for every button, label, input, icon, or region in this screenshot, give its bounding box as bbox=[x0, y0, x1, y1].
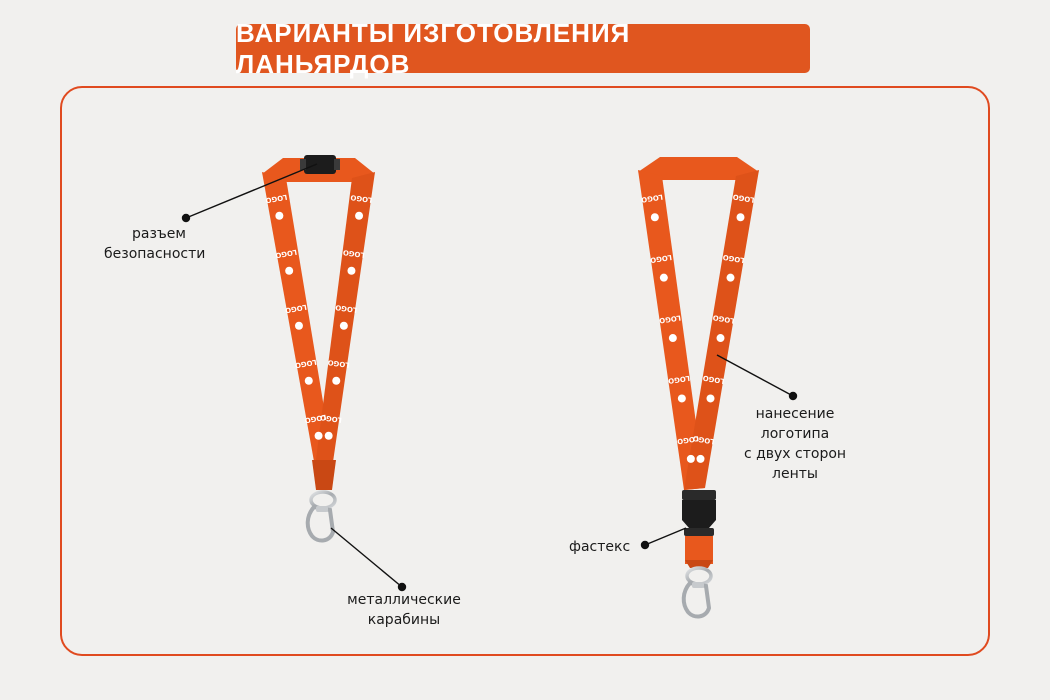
strap-right bbox=[315, 172, 375, 467]
logo-print-text: LOGO bbox=[668, 374, 691, 385]
fastex-buckle-icon bbox=[682, 490, 716, 536]
annotation-safety-connector: разъем безопасности bbox=[104, 224, 205, 264]
logo-print-text: LOGO bbox=[265, 193, 288, 205]
callout-dot bbox=[181, 213, 191, 223]
logo-dot bbox=[347, 266, 356, 275]
strap-left bbox=[262, 172, 333, 467]
metal-carabiner-icon bbox=[681, 566, 713, 619]
logo-print-text: LOGO bbox=[275, 248, 298, 260]
logo-print-text: LOGO bbox=[702, 374, 725, 385]
logo-dot bbox=[706, 394, 715, 403]
annotation-line: ленты bbox=[772, 466, 818, 482]
logo-print-text: LOGO bbox=[284, 303, 307, 315]
logo-print-text: LOGO bbox=[320, 413, 343, 424]
logo-print-text: LOGO bbox=[722, 253, 745, 264]
logo-print-text: LOGO bbox=[294, 358, 317, 370]
strap-lower-segment bbox=[685, 536, 713, 564]
logo-print-text: LOGO bbox=[342, 248, 365, 259]
annotation-line: с двух сторон bbox=[743, 446, 847, 462]
logo-dot bbox=[726, 273, 735, 282]
page-title-banner: ВАРИАНТЫ ИЗГОТОВЛЕНИЯ ЛАНЬЯРДОВ bbox=[236, 18, 810, 79]
annotation-line: разъем bbox=[132, 226, 186, 242]
logo-dot bbox=[736, 213, 745, 222]
logo-print-text: LOGO bbox=[732, 192, 755, 203]
strap-left bbox=[638, 170, 705, 490]
safety-connector-icon bbox=[304, 155, 336, 174]
logo-dot bbox=[659, 273, 668, 282]
logo-dot bbox=[275, 211, 284, 220]
logo-dot bbox=[650, 213, 659, 222]
logo-print-text: LOGO bbox=[304, 413, 327, 425]
logo-print-text: LOGO bbox=[641, 193, 664, 204]
annotation-line: карабины bbox=[367, 612, 441, 628]
logo-dot bbox=[677, 394, 686, 403]
annotation-logo-both-sides: нанесение логотипа с двух сторон ленты bbox=[730, 404, 860, 484]
content-frame bbox=[60, 86, 990, 656]
page-title: ВАРИАНТЫ ИЗГОТОВЛЕНИЯ ЛАНЬЯРДОВ bbox=[236, 17, 631, 79]
metal-carabiner-icon bbox=[305, 490, 337, 543]
callout-dot bbox=[640, 540, 650, 550]
callout-lines bbox=[181, 163, 798, 592]
logo-dot bbox=[668, 334, 677, 343]
logo-dot bbox=[339, 321, 348, 330]
strap-right bbox=[684, 170, 759, 490]
lanyard-fastex bbox=[638, 157, 759, 619]
annotation-line: металлические bbox=[347, 592, 461, 608]
logo-prints: LOGOLOGOLOGOLOGOLOGOLOGOLOGOLOGOLOGOLOGO… bbox=[265, 192, 755, 463]
logo-print-text: LOGO bbox=[327, 358, 350, 369]
logo-print-text: LOGO bbox=[677, 434, 700, 445]
logo-dot bbox=[716, 334, 725, 343]
strap-bottom-tab bbox=[312, 460, 336, 490]
logo-dot bbox=[332, 376, 341, 385]
annotation-line: безопасности bbox=[104, 246, 206, 262]
lanyard-safety-connector bbox=[262, 155, 375, 543]
logo-dot bbox=[294, 321, 303, 330]
logo-dot bbox=[285, 266, 294, 275]
logo-dot bbox=[314, 431, 323, 440]
callout-dot bbox=[397, 582, 407, 592]
logo-dot bbox=[696, 454, 705, 463]
logo-print-text: LOGO bbox=[712, 313, 735, 324]
logo-print-text: LOGO bbox=[350, 193, 373, 204]
logo-print-text: LOGO bbox=[692, 434, 715, 445]
logo-print-text: LOGO bbox=[335, 303, 358, 314]
logo-dot bbox=[324, 431, 333, 440]
logo-dot bbox=[355, 211, 364, 220]
annotation-line: логотипа bbox=[760, 426, 830, 442]
callout-dot bbox=[788, 391, 798, 401]
logo-dot bbox=[304, 376, 313, 385]
logo-print-text: LOGO bbox=[650, 253, 673, 264]
annotation-line: фастекс bbox=[569, 539, 631, 555]
strap-top-band bbox=[638, 157, 759, 180]
logo-dot bbox=[686, 454, 695, 463]
logo-print-text: LOGO bbox=[659, 313, 682, 324]
annotation-line: нанесение bbox=[755, 406, 835, 422]
annotation-metal-carabiners: металлические карабины bbox=[338, 590, 470, 630]
annotation-fastex: фастекс bbox=[569, 537, 630, 557]
